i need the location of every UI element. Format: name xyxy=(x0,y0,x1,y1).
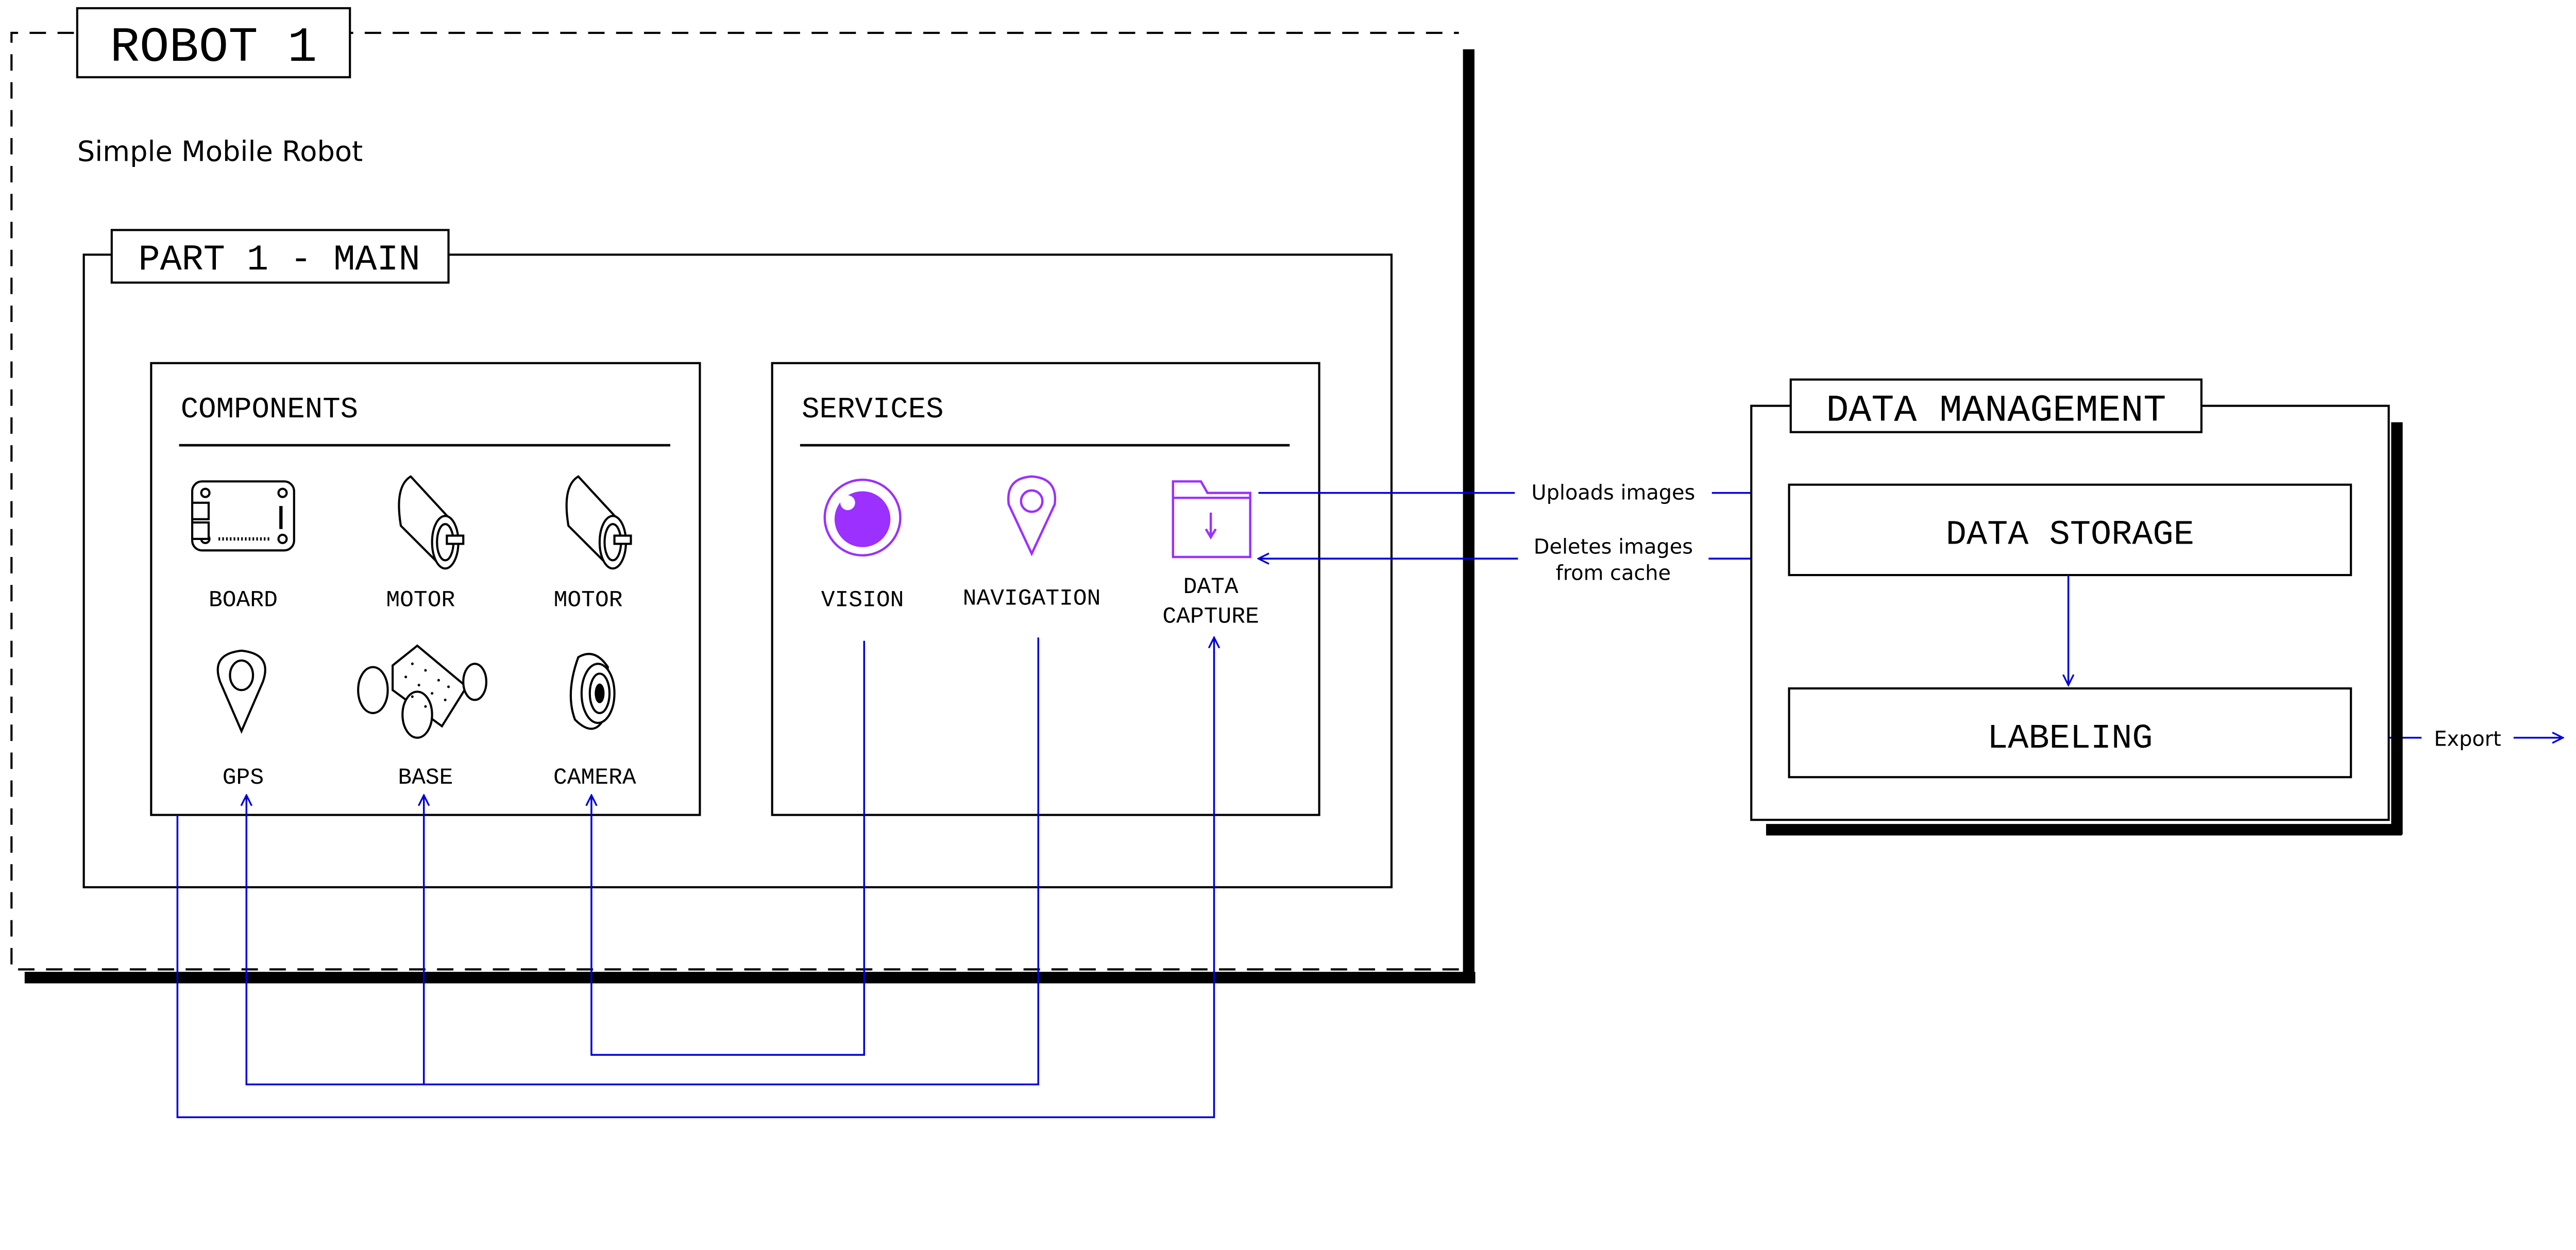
service-label: DATA xyxy=(1183,575,1239,600)
motor-icon xyxy=(398,475,465,570)
architecture-diagram: ROBOT 1 Simple Mobile Robot PART 1 - MAI… xyxy=(10,7,2576,1119)
data-storage-box xyxy=(1788,483,2352,577)
part-title: PART 1 - MAIN xyxy=(138,240,420,281)
uploads-label: Uploads images xyxy=(1531,481,1695,504)
deletes-label: from cache xyxy=(1556,562,1671,585)
internal-connectors xyxy=(176,637,1214,1119)
folder-download-icon xyxy=(1172,480,1251,559)
services-heading: SERVICES xyxy=(802,393,943,427)
service-label: VISION xyxy=(821,588,904,614)
gps-pin-icon xyxy=(216,649,266,734)
data-management-title: DATA MANAGEMENT xyxy=(1826,390,2166,432)
component-label: CAMERA xyxy=(553,765,636,791)
components-panel: COMPONENTS BOARD MOTOR MOTOR xyxy=(150,362,701,816)
components-heading: COMPONENTS xyxy=(181,393,358,427)
component-label: BOARD xyxy=(209,588,278,614)
connector-vision-to-camera xyxy=(591,640,866,1056)
robot-subtitle: Simple Mobile Robot xyxy=(77,136,363,168)
services-panel: SERVICES VISION NAVIGATION DATA CAPTURE xyxy=(771,362,1320,816)
connector-navigation-to-gps xyxy=(246,637,1040,1086)
service-label: CAPTURE xyxy=(1162,604,1259,630)
component-label: BASE xyxy=(398,765,453,791)
component-label: MOTOR xyxy=(554,588,623,614)
robot-title-box xyxy=(76,7,351,78)
robot-frame: ROBOT 1 Simple Mobile Robot xyxy=(10,7,1476,984)
component-label: GPS xyxy=(223,765,264,791)
robot-base-icon xyxy=(357,644,487,739)
vision-eye-icon xyxy=(823,478,902,557)
external-connectors: Uploads images Deletes images from cache… xyxy=(1259,476,2563,753)
export-label: Export xyxy=(2434,728,2501,751)
connector-board-to-data-capture xyxy=(176,637,1214,1119)
labeling-label: LABELING xyxy=(1987,719,2153,758)
deletes-label: Deletes images xyxy=(1534,535,1693,559)
data-management-panel: DATA MANAGEMENT DATA STORAGE LABELING xyxy=(1750,378,2403,836)
board-icon xyxy=(191,480,295,552)
part-1-frame: PART 1 - MAIN xyxy=(82,229,1393,889)
camera-icon xyxy=(569,653,616,730)
service-label: NAVIGATION xyxy=(963,586,1101,612)
labeling-box xyxy=(1788,687,2352,779)
data-storage-label: DATA STORAGE xyxy=(1946,515,2194,554)
robot-title: ROBOT 1 xyxy=(110,20,317,76)
component-label: MOTOR xyxy=(386,588,455,614)
navigation-pin-icon xyxy=(1007,475,1057,556)
motor-icon xyxy=(565,475,632,570)
